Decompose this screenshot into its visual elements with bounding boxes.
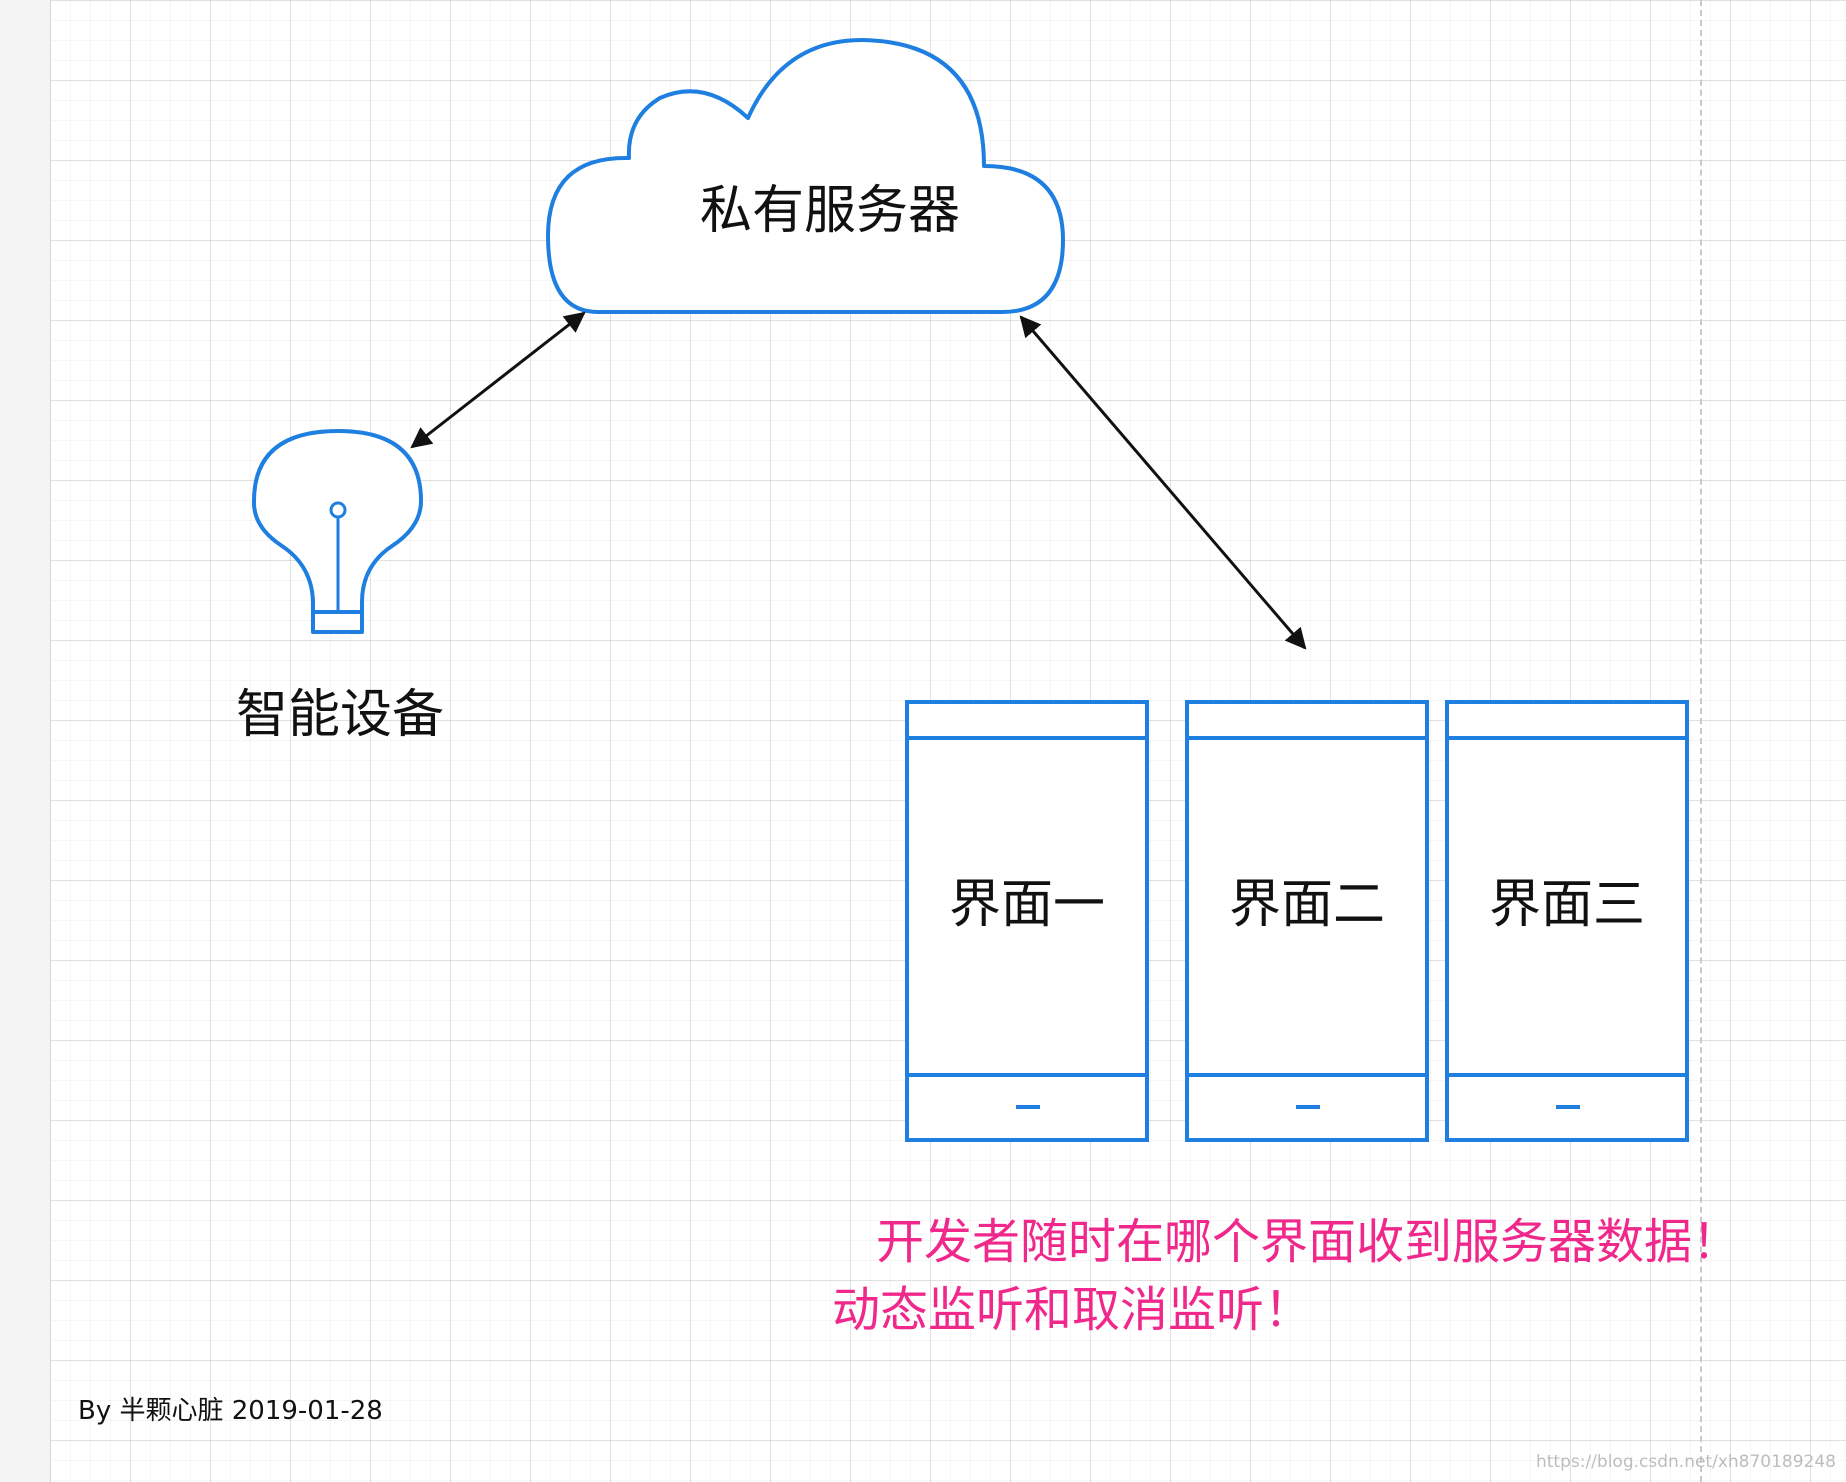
phone-screen-icon[interactable] bbox=[1185, 700, 1429, 1142]
phone-screen-icon[interactable] bbox=[1445, 700, 1689, 1142]
note-line-1: 开发者随时在哪个界面收到服务器数据！ bbox=[876, 1214, 1741, 1270]
screen-one-label: 界面一 bbox=[948, 875, 1105, 935]
author-credit: By 半颗心脏 2019-01-28 bbox=[78, 1396, 383, 1426]
light-bulb-icon[interactable] bbox=[251, 429, 423, 634]
device-label: 智能设备 bbox=[235, 685, 444, 745]
screen-three-label: 界面三 bbox=[1488, 875, 1645, 935]
phone-screen-icon[interactable] bbox=[905, 700, 1149, 1142]
page-boundary-line bbox=[1700, 0, 1702, 1482]
arrow-server-screens[interactable] bbox=[1019, 315, 1307, 650]
server-label: 私有服务器 bbox=[699, 181, 960, 241]
screen-two-label: 界面二 bbox=[1228, 875, 1385, 935]
canvas-left-margin bbox=[0, 0, 51, 1482]
note-line-2: 动态监听和取消监听！ bbox=[832, 1282, 1313, 1338]
cloud-icon[interactable] bbox=[546, 38, 1065, 314]
arrow-server-device[interactable] bbox=[410, 311, 586, 449]
watermark-url: https://blog.csdn.net/xh870189248 bbox=[1535, 1452, 1836, 1472]
